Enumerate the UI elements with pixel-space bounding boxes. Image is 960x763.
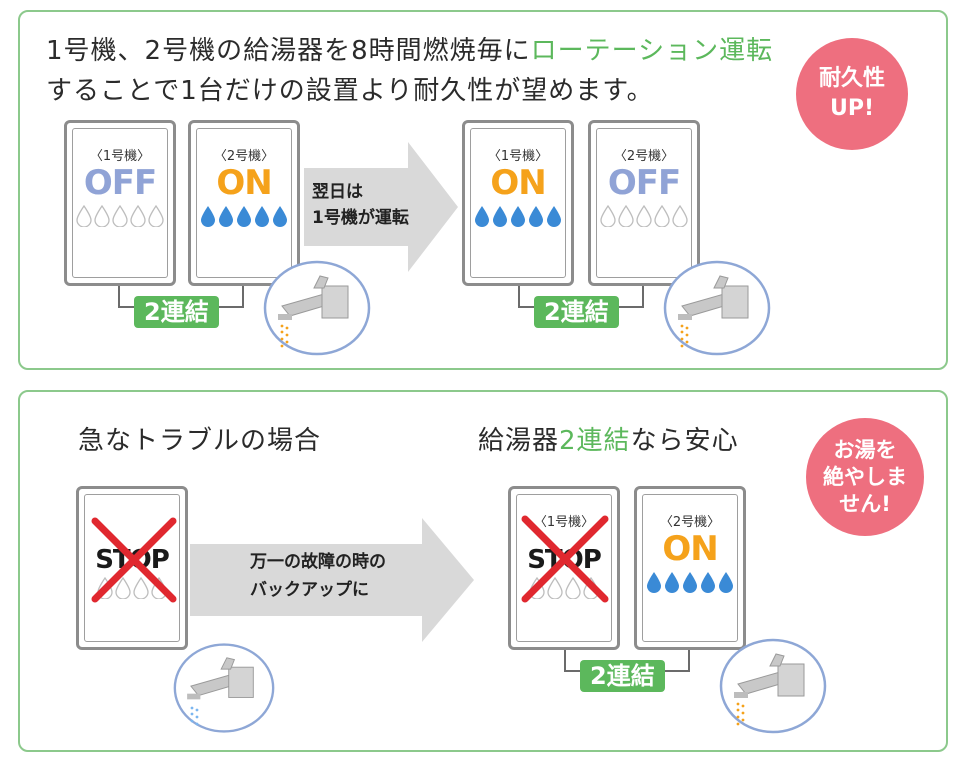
water-drops <box>637 571 743 593</box>
faucet-icon <box>718 636 828 736</box>
drop-outline-icon <box>76 205 92 227</box>
unit-label: 〈1号機〉 <box>89 149 151 164</box>
unit-state: OFF <box>83 163 157 203</box>
drop-icon <box>664 571 680 593</box>
hot-water-badge: お湯を 絶やしま せん! <box>806 418 924 536</box>
headline-line-2: することで1台だけの設置より耐久性が望めます。 <box>46 76 654 106</box>
drop-icon <box>200 205 216 227</box>
water-heater-unit-1: 〈1号機〉 ON <box>462 120 574 286</box>
badge-line: お湯を <box>833 437 897 462</box>
heading-text: なら安心 <box>630 426 739 456</box>
next-day-arrow <box>304 142 458 272</box>
drop-outline-icon <box>130 205 146 227</box>
unit-frame <box>84 494 180 642</box>
arrow-text: 1号機が運転 <box>312 208 409 228</box>
drop-outline-icon <box>94 205 110 227</box>
water-drops <box>67 205 173 227</box>
water-heater-unit-1: 〈1号機〉 OFF <box>64 120 176 286</box>
heading-text: 給湯器 <box>478 426 560 456</box>
drop-outline-icon <box>133 577 149 599</box>
water-drops <box>511 577 617 599</box>
unit-state: OFF <box>607 163 681 203</box>
heading-accent: 2連結 <box>559 426 631 456</box>
faucet-icon <box>662 258 772 358</box>
drop-icon <box>254 205 270 227</box>
water-drops <box>191 205 297 227</box>
unit-frame <box>596 128 692 278</box>
drop-outline-icon <box>618 205 634 227</box>
faucet-icon <box>172 640 276 736</box>
drop-outline-icon <box>565 577 581 599</box>
unit-frame <box>72 128 168 278</box>
headline-accent: ローテーション運転 <box>530 36 774 66</box>
drop-icon <box>218 205 234 227</box>
badge-line: 絶やしま <box>823 464 907 489</box>
unit-state: ON <box>216 163 272 203</box>
drop-outline-icon <box>654 205 670 227</box>
drop-icon <box>700 571 716 593</box>
badge-line: 耐久性 <box>818 66 885 91</box>
drop-icon <box>236 205 252 227</box>
drop-outline-icon <box>115 577 131 599</box>
drop-outline-icon <box>97 577 113 599</box>
water-heater-unit-2: 〈2号機〉 ON <box>188 120 300 286</box>
headline-line-1: 1号機、2号機の給湯器を8時間燃焼毎にローテーション運転 <box>46 32 773 70</box>
drop-icon <box>528 205 544 227</box>
drop-icon <box>474 205 490 227</box>
water-drops <box>591 205 697 227</box>
durability-badge: 耐久性 UP! <box>796 38 908 150</box>
link-badge: 2連結 <box>580 660 665 692</box>
drop-icon <box>646 571 662 593</box>
unit-state: ON <box>662 529 718 569</box>
arrow-text: バックアップに <box>250 580 369 600</box>
water-heater-unit-2: 〈2号機〉 OFF <box>588 120 700 286</box>
safe-heading: 給湯器2連結なら安心 <box>478 422 739 460</box>
unit-state: STOP <box>95 545 170 575</box>
drop-icon <box>546 205 562 227</box>
faucet-icon <box>262 258 372 358</box>
unit-frame <box>196 128 292 278</box>
unit-label: 〈2号機〉 <box>213 149 275 164</box>
water-heater-single-unit: STOP <box>76 486 188 650</box>
water-drops <box>79 577 185 599</box>
arrow-text: 翌日は <box>312 182 363 202</box>
drop-icon <box>492 205 508 227</box>
drop-icon <box>510 205 526 227</box>
water-drops <box>465 205 571 227</box>
unit-label: 〈1号機〉 <box>533 515 595 530</box>
backup-arrow <box>190 518 474 642</box>
water-heater-unit-1: 〈1号機〉 STOP <box>508 486 620 650</box>
drop-outline-icon <box>547 577 563 599</box>
drop-icon <box>272 205 288 227</box>
drop-icon <box>682 571 698 593</box>
drop-outline-icon <box>600 205 616 227</box>
unit-label: 〈2号機〉 <box>613 149 675 164</box>
arrow-text: 万一の故障の時の <box>250 552 386 572</box>
badge-line: せん! <box>839 491 891 516</box>
drop-outline-icon <box>529 577 545 599</box>
trouble-heading: 急なトラブルの場合 <box>78 426 322 456</box>
drop-outline-icon <box>148 205 164 227</box>
headline-text: 1号機、2号機の給湯器を8時間燃焼毎に <box>46 36 531 66</box>
unit-frame <box>642 494 738 642</box>
drop-outline-icon <box>672 205 688 227</box>
drop-outline-icon <box>151 577 167 599</box>
drop-icon <box>718 571 734 593</box>
drop-outline-icon <box>112 205 128 227</box>
link-badge: 2連結 <box>534 296 619 328</box>
unit-label: 〈2号機〉 <box>659 515 721 530</box>
unit-state: STOP <box>527 545 602 575</box>
link-badge: 2連結 <box>134 296 219 328</box>
drop-outline-icon <box>636 205 652 227</box>
unit-state: ON <box>490 163 546 203</box>
unit-frame <box>516 494 612 642</box>
water-heater-unit-2: 〈2号機〉 ON <box>634 486 746 650</box>
drop-outline-icon <box>583 577 599 599</box>
unit-label: 〈1号機〉 <box>487 149 549 164</box>
badge-line: UP! <box>829 96 875 121</box>
unit-frame <box>470 128 566 278</box>
